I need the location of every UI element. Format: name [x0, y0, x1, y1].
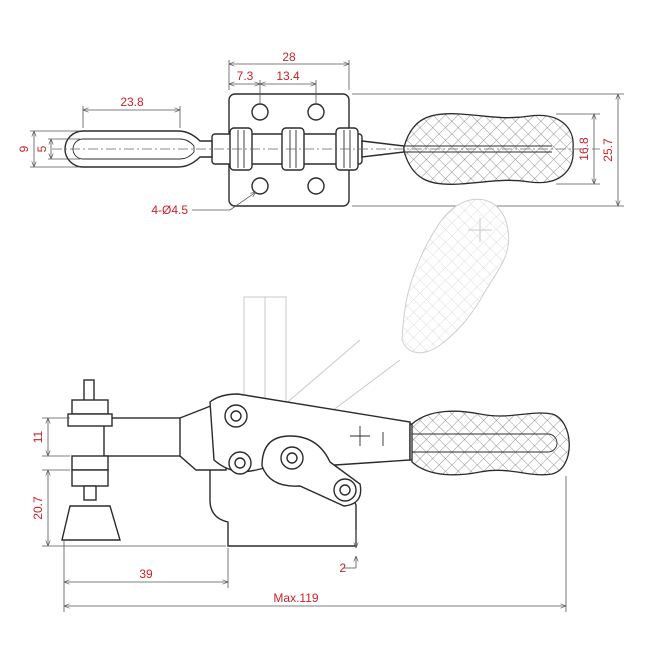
- dim-23-8: 23.8: [120, 95, 144, 109]
- dim-5: 5: [35, 145, 49, 152]
- dim-39: 39: [139, 567, 153, 581]
- dim-20-7: 20.7: [31, 496, 45, 520]
- dim-2: 2: [339, 561, 346, 575]
- side-handle-grip: [411, 410, 570, 476]
- dim-holes: 4-Ø4.5: [151, 203, 188, 217]
- mounting-hole: [251, 103, 269, 121]
- dim-7-3: 7.3: [237, 69, 254, 83]
- mounting-hole: [251, 177, 269, 195]
- hex-nut-top: [71, 399, 109, 415]
- arm-slot: [72, 138, 195, 160]
- hex-nut-bottom: [71, 455, 109, 471]
- dim-28: 28: [282, 50, 296, 64]
- washer-top: [67, 413, 113, 427]
- spindle-tip: [61, 505, 121, 541]
- dim-max-119: Max.119: [273, 591, 318, 605]
- dim-13-4: 13.4: [276, 69, 300, 83]
- dim-16-8: 16.8: [577, 137, 591, 161]
- dim-25-7: 25.7: [601, 138, 615, 162]
- spindle-neck: [83, 485, 97, 501]
- mounting-hole: [307, 177, 325, 195]
- side-arm: [103, 417, 191, 457]
- top-view: 28 7.3 13.4 23.8 9 5 16.8 25.7 4-Ø4.5: [17, 50, 624, 217]
- dim-11: 11: [31, 430, 45, 443]
- mounting-hole: [307, 103, 325, 121]
- dim-9: 9: [17, 145, 31, 152]
- hex-nut-lower: [71, 469, 109, 487]
- side-view: 11 20.7 39 Max.119 2: [31, 198, 570, 612]
